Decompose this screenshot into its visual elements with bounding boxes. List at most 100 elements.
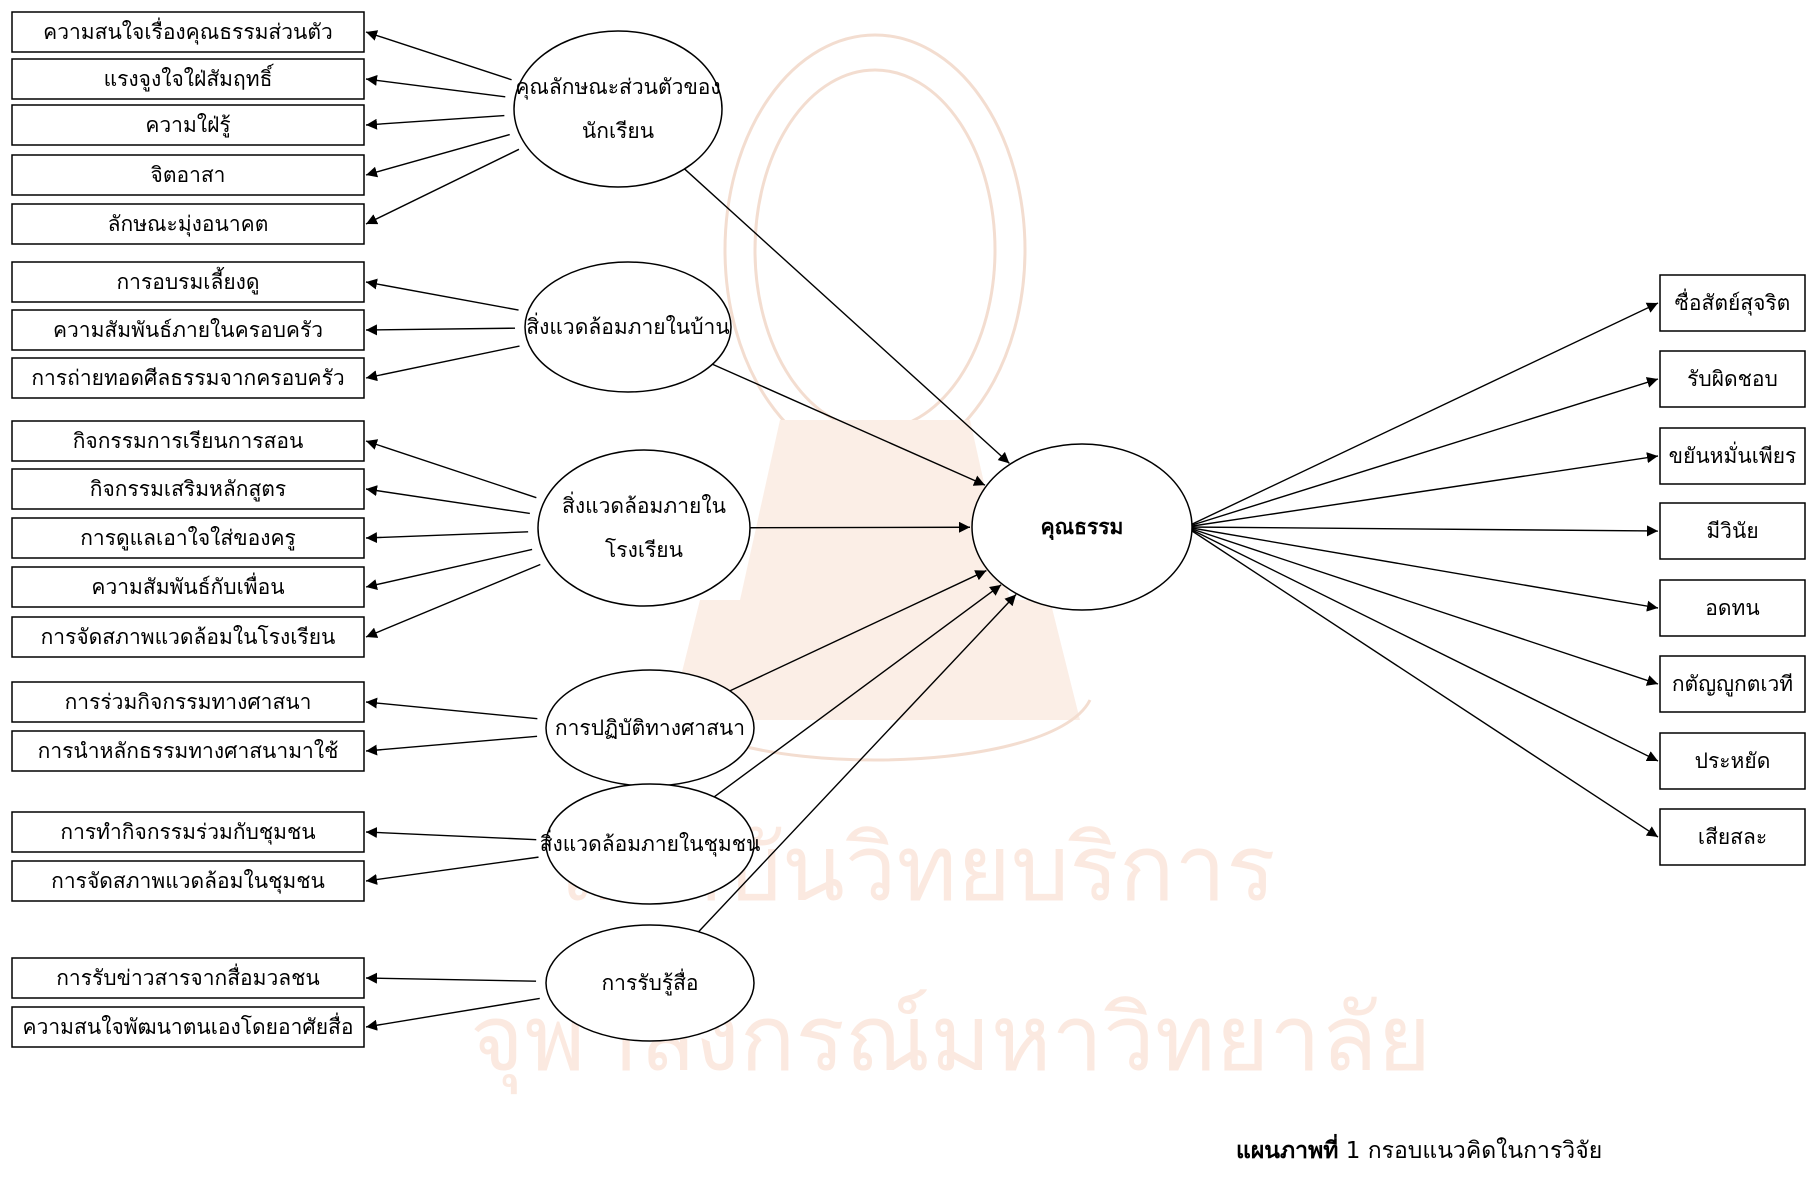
outcome-rect [1659,502,1806,560]
edge-factor-to-indicator [365,548,533,590]
nodes: คุณธรรมคุณลักษณะส่วนตัวของนักเรียนความสน… [11,11,1806,1048]
indicator-box: ลักษณะมุ่งอนาคต [11,203,365,245]
edge-factor-to-indicator [365,30,512,81]
indicator-rect [11,957,365,999]
node-label: นักเรียน [582,119,654,143]
indicator-rect [11,203,365,245]
edge-factor-to-indicator [365,826,537,841]
edge-home-to-central [712,363,986,486]
node-label: ขยันหมั่นเพียร [1669,441,1797,468]
indicator-rect [11,104,365,146]
node-label: ความสัมพันธ์กับเพื่อน [91,572,284,599]
indicator-box: การอบรมเลี้ยงดู [11,261,365,303]
node-label: ความสนใจเรื่องคุณธรรมส่วนตัว [43,17,333,45]
edge-central-to-outcome [1185,526,1659,762]
outcome-rect [1659,655,1806,713]
outcome-rect [1659,274,1806,332]
outcome-rect [1659,427,1806,485]
indicator-box: ความสนใจพัฒนาตนเองโดยอาศัยสื่อ [11,1006,365,1048]
node-label: มีวินัย [1706,519,1758,543]
indicator-box: การนำหลักธรรมทางศาสนามาใช้ [11,730,365,772]
node-label: การรับรู้สื่อ [601,968,698,996]
indicator-rect [11,468,365,510]
outcome-box: อดทน [1659,579,1806,637]
node-label: การถ่ายทอดศีลธรรมจากครอบครัว [31,366,344,390]
node-label: สิ่งแวดล้อมภายในบ้าน [526,312,729,339]
indicator-box: การจัดสภาพแวดล้อมในโรงเรียน [11,616,365,658]
indicator-rect [11,154,365,196]
edge-community-to-central [713,584,1002,798]
central-ellipse [971,443,1193,611]
indicator-rect [11,1006,365,1048]
indicator-rect [11,420,365,462]
node-label: ความสนใจพัฒนาตนเองโดยอาศัยสื่อ [23,1012,354,1039]
indicator-box: การทำกิจกรรมร่วมกับชุมชน [11,811,365,853]
edge-central-to-outcome [1185,526,1659,838]
indicator-box: กิจกรรมการเรียนการสอน [11,420,365,462]
factor-ellipse [513,30,723,188]
outcome-box: รับผิดชอบ [1659,350,1806,408]
edge-central-to-outcome [1185,452,1659,528]
node-label: คุณธรรม [1041,515,1124,541]
indicator-rect [11,261,365,303]
indicator-rect [11,860,365,902]
node-label: การปฏิบัติทางศาสนา [555,716,745,740]
node-label: กตัญญูกตเวที [1672,672,1793,697]
edge-factor-to-indicator [365,133,510,178]
indicator-box: ความสัมพันธ์ภายในครอบครัว [11,309,365,351]
indicator-box: กิจกรรมเสริมหลักสูตร [11,468,365,510]
indicator-rect [11,517,365,559]
node-label: ความใฝ่รู้ [145,113,230,138]
node-label: คุณลักษณะส่วนตัวของ [515,75,720,100]
edge-factor-to-indicator [365,697,538,720]
edge-school-to-central [749,521,971,533]
node-label: รับผิดชอบ [1687,367,1778,391]
node-label: การดูแลเอาใจใส่ของครู [80,526,296,551]
outcome-box: ประหยัด [1659,732,1806,790]
edge-factor-to-indicator [365,148,520,225]
edge-factor-to-indicator [365,345,520,382]
node-label: ประหยัด [1695,749,1771,773]
indicator-rect [11,11,365,53]
indicator-rect [11,730,365,772]
node-label: การทำกิจกรรมร่วมกับชุมชน [60,820,315,845]
edge-factor-to-indicator [365,485,530,515]
edge-factor-to-indicator [365,735,538,756]
edge-factor-to-indicator [365,74,506,98]
central-node: คุณธรรม [971,443,1193,611]
node-label: แรงจูงใจใฝ่สัมฤทธิ์ [104,63,275,92]
outcome-box: ซื่อสัตย์สุจริต [1659,274,1806,332]
factor-node-home: สิ่งแวดล้อมภายในบ้าน [524,261,732,393]
node-label: การรับข่าวสารจากสื่อมวลชน [56,963,320,990]
edge-factor-to-indicator [365,997,540,1031]
edge-central-to-outcome [1185,525,1659,537]
outcome-rect [1659,808,1806,866]
edge-factor-to-indicator [365,114,505,130]
edge-factor-to-indicator [365,531,529,544]
indicator-rect [11,58,365,100]
node-label: อดทน [1705,596,1759,620]
edge-factor-to-indicator [365,972,537,984]
indicator-box: การดูแลเอาใจใส่ของครู [11,517,365,559]
edge-central-to-outcome [1185,526,1659,612]
indicator-box: การรับข่าวสารจากสื่อมวลชน [11,957,365,999]
node-label: สิ่งแวดล้อมภายใน [562,491,726,518]
indicator-box: การถ่ายทอดศีลธรรมจากครอบครัว [11,357,365,399]
factor-ellipse [537,449,751,607]
edges [365,30,1659,1031]
node-label: เสียสละ [1698,825,1767,849]
edge-factor-to-indicator [365,563,541,638]
outcome-box: ขยันหมั่นเพียร [1659,427,1806,485]
node-label: ความสัมพันธ์ภายในครอบครัว [53,318,323,342]
indicator-box: ความสัมพันธ์กับเพื่อน [11,566,365,608]
node-label: ลักษณะมุ่งอนาคต [108,212,269,237]
caption-prefix: แผนภาพที่ [1236,1138,1339,1164]
node-label: สิ่งแวดล้อมภายในชุมชน [540,829,761,857]
factor-ellipse [524,261,732,393]
node-label: กิจกรรมเสริมหลักสูตร [90,477,286,502]
indicator-box: จิตอาสา [11,154,365,196]
outcome-box: เสียสละ [1659,808,1806,866]
outcome-rect [1659,350,1806,408]
